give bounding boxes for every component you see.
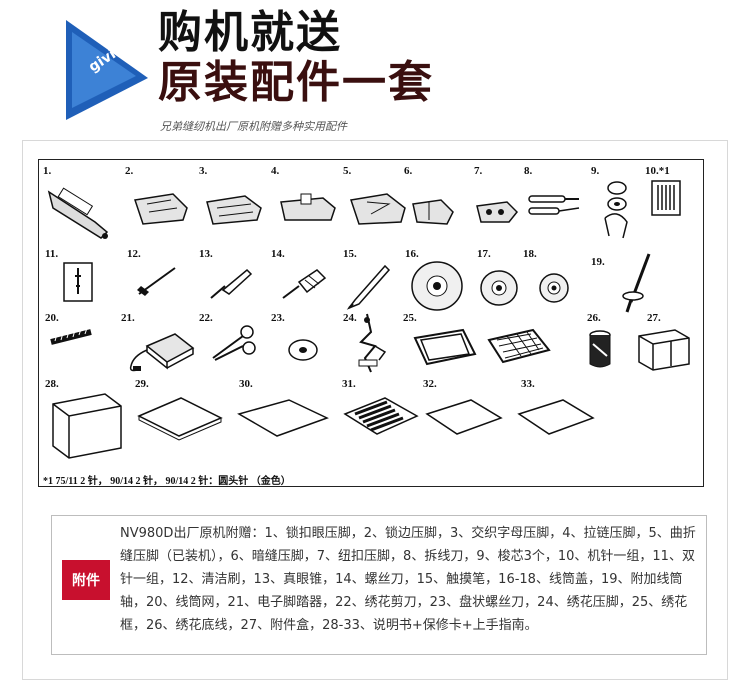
item-number: 25. — [403, 312, 417, 324]
cleaning-brush-icon — [137, 267, 176, 296]
item-number: 2. — [125, 165, 134, 177]
embroidery-foot-icon — [358, 313, 387, 373]
buttonhole-foot-icon — [47, 187, 109, 239]
item-number: 7. — [474, 165, 483, 177]
eyelet-punch-icon — [210, 268, 253, 299]
spool-net-icon — [50, 327, 92, 345]
item-number: 23. — [271, 312, 285, 324]
item-number: 9. — [591, 165, 600, 177]
accessories-panel: 1. 2. 3. 4. 5. 6. 7. 8. 9. 10.*1 11. 12.… — [22, 140, 728, 680]
item-number: 28. — [45, 378, 59, 390]
instruction-manual-icon — [137, 397, 223, 441]
seam-ripper-icon — [528, 195, 580, 215]
item-number: 17. — [477, 248, 491, 260]
item-number: 27. — [647, 312, 661, 324]
accessory-case-icon — [638, 329, 690, 371]
page-subtitle: 兄弟缝纫机出厂原机附赠多种实用配件 — [160, 120, 347, 133]
item-number: 12. — [127, 248, 141, 260]
item-number: 8. — [524, 165, 533, 177]
item-number: 30. — [239, 378, 253, 390]
item-number: 26. — [587, 312, 601, 324]
accessories-tag: 附件 — [62, 560, 110, 600]
leaflet-icon — [517, 399, 595, 435]
item-number: 14. — [271, 248, 285, 260]
item-number: 33. — [521, 378, 535, 390]
zigzag-foot-icon — [350, 193, 406, 225]
disc-screwdriver-icon — [288, 339, 318, 361]
item-number: 10.*1 — [645, 165, 670, 177]
zipper-foot-icon — [280, 193, 336, 221]
embroidery-frame-icon — [413, 328, 477, 366]
header: giving 购机就送 原装配件一套 兄弟缝纫机出厂原机附赠多种实用配件 — [0, 0, 750, 135]
accessories-list-text: NV980D出厂原机附赠：1、锁扣眼压脚，2、锁边压脚，3、交织字母压脚，4、拉… — [120, 526, 696, 633]
needle-set-icon — [651, 180, 681, 216]
item-number: 1. — [43, 165, 52, 177]
spool-cap-small-icon — [539, 273, 569, 303]
dust-cover-icon — [52, 393, 122, 459]
quick-reference-guide-icon — [343, 397, 419, 435]
item-number: 20. — [45, 312, 59, 324]
accessories-diagram: 1. 2. 3. 4. 5. 6. 7. 8. 9. 10.*1 11. 12.… — [38, 159, 704, 487]
foot-controller-icon — [129, 333, 195, 372]
screwdriver-icon — [282, 269, 327, 299]
title-line-2: 原装配件一套 — [158, 57, 434, 108]
quick-start-guide-icon — [425, 399, 503, 435]
button-fitting-foot-icon — [476, 201, 519, 223]
page-title: 购机就送 原装配件一套 — [158, 8, 434, 108]
blind-stitch-foot-icon — [412, 199, 454, 225]
item-number: 6. — [404, 165, 413, 177]
item-number: 3. — [199, 165, 208, 177]
spool-cap-medium-icon — [480, 270, 518, 306]
item-number: 29. — [135, 378, 149, 390]
spool-pin-icon — [622, 253, 651, 313]
needle-footnote: *1 75/11 2 针， 90/14 2 针， 90/14 2 针：圆头针 （… — [43, 476, 291, 487]
giving-badge-icon — [66, 20, 148, 120]
embroidery-frame-grid-icon — [487, 328, 551, 364]
twin-needle-icon — [63, 262, 93, 302]
item-number: 4. — [271, 165, 280, 177]
touch-pen-icon — [346, 264, 391, 310]
overcasting-foot-icon — [134, 193, 188, 225]
item-number: 13. — [199, 248, 213, 260]
item-number: 5. — [343, 165, 352, 177]
warranty-card-icon — [237, 399, 329, 437]
accessories-description: 附件 NV980D出厂原机附赠：1、锁扣眼压脚，2、锁边压脚，3、交织字母压脚，… — [51, 515, 707, 655]
item-number: 24. — [343, 312, 357, 324]
item-number: 19. — [591, 256, 605, 268]
bobbin-icon — [604, 181, 628, 239]
item-number: 32. — [423, 378, 437, 390]
item-number: 21. — [121, 312, 135, 324]
bobbin-thread-icon — [589, 330, 611, 368]
item-number: 15. — [343, 248, 357, 260]
item-number: 11. — [45, 248, 59, 260]
monogramming-foot-icon — [206, 195, 262, 225]
item-number: 22. — [199, 312, 213, 324]
item-number: 16. — [405, 248, 419, 260]
item-number: 31. — [342, 378, 356, 390]
item-number: 18. — [523, 248, 537, 260]
embroidery-scissors-icon — [212, 325, 256, 361]
spool-cap-large-icon — [411, 261, 463, 311]
title-line-1: 购机就送 — [158, 7, 342, 58]
